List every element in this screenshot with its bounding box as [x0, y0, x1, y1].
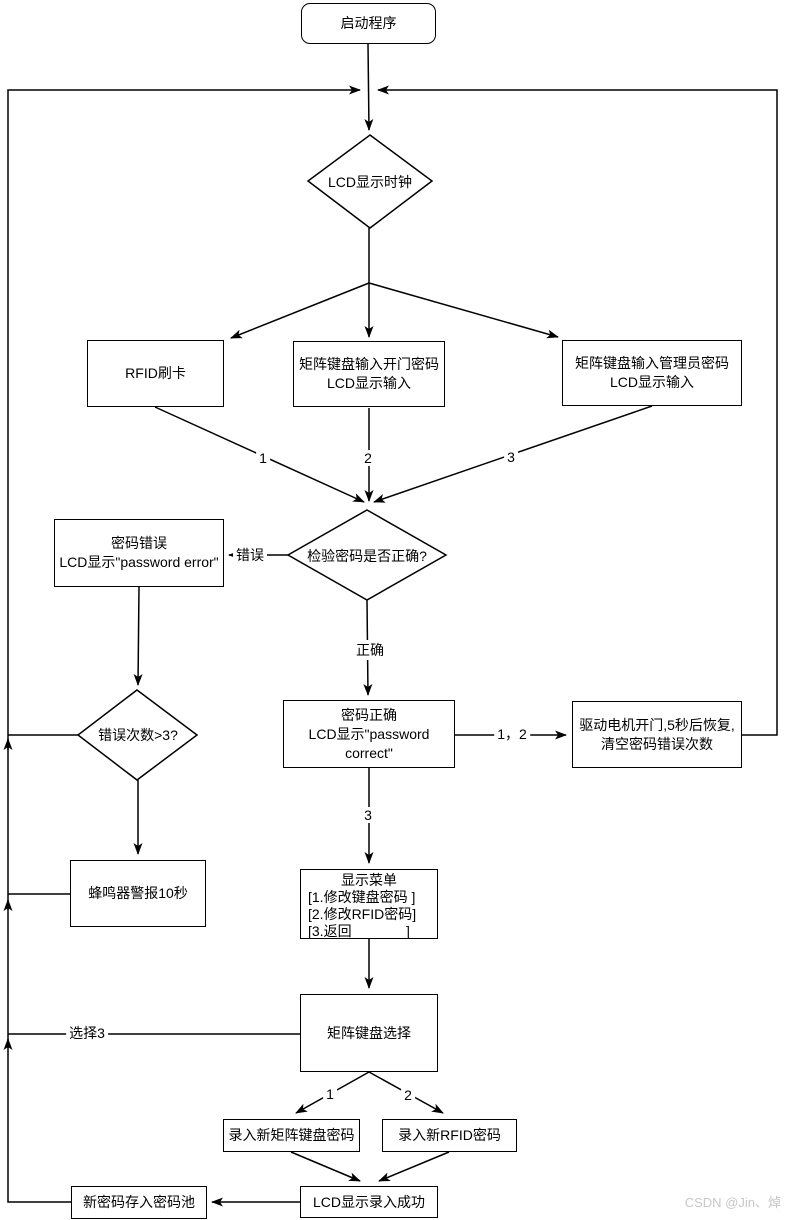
edge-label-branch-2: 2 [361, 450, 375, 466]
node-password-correct-line1: 密码正确 [341, 706, 397, 723]
node-keypad-admin: 矩阵键盘输入管理员密码 LCD显示输入 [562, 340, 742, 406]
edge-label-branch-3: 3 [504, 449, 518, 465]
node-start: 启动程序 [301, 3, 436, 44]
edge-label-sub-1: 1 [323, 1086, 337, 1102]
edge-label-branch-1: 1 [256, 450, 270, 466]
node-keypad-door: 矩阵键盘输入开门密码 LCD显示输入 [293, 341, 445, 407]
edge-label-select-3: 选择3 [66, 1023, 108, 1043]
node-password-pool: 新密码存入密码池 [71, 1186, 207, 1219]
edge-label-correct: 正确 [353, 640, 387, 660]
diamond-check-password-label: 检验密码是否正确? [307, 548, 427, 564]
edge-newkeypad-to-success [290, 1151, 361, 1182]
edge-label-three: 3 [361, 807, 375, 823]
node-new-keypad-password: 录入新矩阵键盘密码 [223, 1119, 360, 1152]
node-password-correct: 密码正确 LCD显示"password correct" [283, 700, 455, 768]
diamond-lcd-clock [306, 134, 434, 229]
edge-start-to-clock [364, 43, 374, 131]
csdn-watermark: CSDN @Jin、焯 [684, 1195, 781, 1210]
diamond-error-count [76, 689, 199, 781]
edge-label-wrong: 错误 [233, 545, 267, 565]
node-rfid-swipe: RFID刷卡 [87, 340, 224, 407]
diamond-check-password [286, 509, 448, 601]
edge-pool-loop-left [7, 85, 361, 1203]
node-drive-motor-line2: 清空密码错误次数 [601, 735, 713, 752]
node-menu-item2: [2.修改RFID密码] [308, 906, 417, 922]
node-rfid-swipe-label: RFID刷卡 [125, 365, 186, 381]
diamond-lcd-clock-label: LCD显示时钟 [327, 174, 413, 190]
edge-split-to-rfid [230, 282, 370, 339]
node-new-rfid-password-label: 录入新RFID密码 [398, 1127, 501, 1143]
node-drive-motor-line1: 驱动电机开门,5秒后恢复, [579, 716, 735, 733]
node-new-keypad-password-label: 录入新矩阵键盘密码 [228, 1127, 355, 1143]
node-keypad-door-line2: LCD显示输入 [326, 375, 411, 391]
node-password-correct-line2: LCD显示"password correct" [308, 725, 430, 761]
node-keypad-select: 矩阵键盘选择 [300, 994, 438, 1072]
node-keypad-select-label: 矩阵键盘选择 [327, 1024, 411, 1041]
node-menu-item1: [1.修改键盘密码 ] [308, 889, 416, 905]
node-menu-title: 显示菜单 [341, 872, 397, 888]
node-drive-motor: 驱动电机开门,5秒后恢复, 清空密码错误次数 [572, 701, 742, 768]
node-password-error-line2: LCD显示"password error" [59, 554, 219, 570]
edge-split-to-keypad-admin [368, 282, 559, 339]
node-buzzer: 蜂鸣器警报10秒 [70, 860, 206, 927]
edge-label-sub-2: 2 [401, 1087, 415, 1103]
node-password-pool-label: 新密码存入密码池 [83, 1194, 195, 1210]
node-buzzer-label: 蜂鸣器警报10秒 [88, 885, 188, 901]
node-entry-success: LCD显示录入成功 [300, 1186, 438, 1218]
node-entry-success-label: LCD显示录入成功 [312, 1193, 425, 1210]
node-start-label: 启动程序 [340, 15, 397, 31]
node-new-rfid-password: 录入新RFID密码 [382, 1119, 517, 1152]
edge-newrfid-to-success [378, 1151, 450, 1182]
node-password-error: 密码错误 LCD显示"password error" [54, 519, 224, 587]
node-password-error-line1: 密码错误 [111, 535, 167, 551]
diamond-error-count-label: 错误次数>3? [98, 727, 178, 743]
node-keypad-admin-line2: LCD显示输入 [609, 374, 694, 390]
node-menu: 显示菜单 [1.修改键盘密码 ] [2.修改RFID密码] [3.返回 ] [300, 869, 438, 939]
edge-error-to-count [133, 586, 143, 686]
edge-label-one-two: 1，2 [494, 724, 530, 744]
node-keypad-admin-line1: 矩阵键盘输入管理员密码 [575, 355, 729, 371]
node-keypad-door-line1: 矩阵键盘输入开门密码 [299, 356, 439, 372]
edge-motor-loop-right [377, 85, 778, 736]
node-menu-item3: [3.返回 ] [308, 923, 410, 939]
